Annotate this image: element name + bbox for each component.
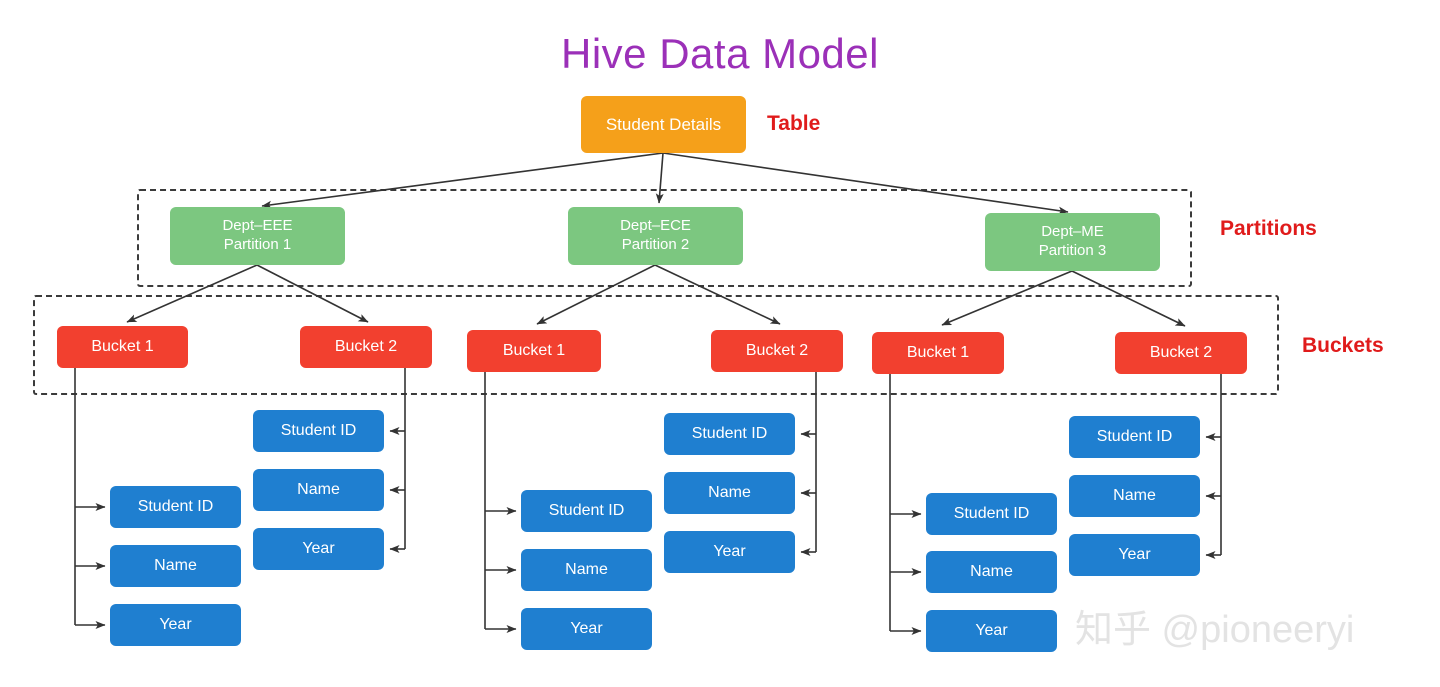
field-label: Name [297, 481, 340, 498]
partition-node-1-label: Dept–EEE Partition 1 [222, 217, 293, 253]
side-label-table: Table [767, 112, 821, 135]
field-label: Student ID [691, 425, 768, 442]
side-label-partitions: Partitions [1220, 217, 1317, 240]
field-node-p3-b2-year[interactable]: Year [1069, 534, 1200, 576]
field-label: Student ID [280, 422, 357, 439]
field-label: Student ID [953, 505, 1030, 522]
bucket-node-p1-b1[interactable]: Bucket 1 [57, 326, 188, 368]
field-node-p1-b1-name[interactable]: Name [110, 545, 241, 587]
buckets-group-border [33, 295, 1279, 395]
field-label: Name [970, 563, 1013, 580]
partition-node-1[interactable]: Dept–EEE Partition 1 [170, 207, 345, 265]
field-node-p3-b2-student-id[interactable]: Student ID [1069, 416, 1200, 458]
field-node-p1-b1-year[interactable]: Year [110, 604, 241, 646]
bucket-node-p3-b2-label: Bucket 2 [1149, 344, 1213, 361]
field-node-p3-b1-name[interactable]: Name [926, 551, 1057, 593]
bucket-node-p3-b1[interactable]: Bucket 1 [872, 332, 1004, 374]
field-label: Student ID [137, 498, 214, 515]
field-node-p1-b2-year[interactable]: Year [253, 528, 384, 570]
partition-node-3-label: Dept–ME Partition 3 [1038, 223, 1107, 259]
field-node-p1-b2-name[interactable]: Name [253, 469, 384, 511]
field-node-p3-b2-name[interactable]: Name [1069, 475, 1200, 517]
field-label: Year [975, 622, 1008, 639]
bucket-node-p3-b1-label: Bucket 1 [906, 344, 970, 361]
bucket-node-p1-b2-label: Bucket 2 [334, 338, 398, 355]
field-label: Year [302, 540, 335, 557]
field-label: Year [1118, 546, 1151, 563]
table-node-student-details[interactable]: Student Details [581, 96, 746, 153]
field-node-p2-b1-year[interactable]: Year [521, 608, 652, 650]
partition-node-3[interactable]: Dept–ME Partition 3 [985, 213, 1160, 271]
table-node-label: Student Details [605, 114, 722, 134]
field-node-p2-b2-name[interactable]: Name [664, 472, 795, 514]
field-node-p3-b1-student-id[interactable]: Student ID [926, 493, 1057, 535]
field-label: Name [565, 561, 608, 578]
page-title: Hive Data Model [561, 30, 879, 77]
field-node-p2-b1-student-id[interactable]: Student ID [521, 490, 652, 532]
bucket-node-p2-b1-label: Bucket 1 [502, 342, 566, 359]
bucket-node-p3-b2[interactable]: Bucket 2 [1115, 332, 1247, 374]
partitions-group-border [137, 189, 1192, 287]
field-node-p2-b2-student-id[interactable]: Student ID [664, 413, 795, 455]
field-node-p1-b1-student-id[interactable]: Student ID [110, 486, 241, 528]
field-label: Name [708, 484, 751, 501]
field-node-p2-b2-year[interactable]: Year [664, 531, 795, 573]
field-label: Year [713, 543, 746, 560]
field-label: Student ID [548, 502, 625, 519]
field-label: Year [159, 616, 192, 633]
field-label: Year [570, 620, 603, 637]
bucket-node-p1-b2[interactable]: Bucket 2 [300, 326, 432, 368]
field-label: Name [154, 557, 197, 574]
partition-node-2[interactable]: Dept–ECE Partition 2 [568, 207, 743, 265]
partition-node-2-label: Dept–ECE Partition 2 [620, 217, 691, 253]
field-label: Student ID [1096, 428, 1173, 445]
watermark: 知乎 @pioneeryi [1075, 609, 1355, 651]
side-label-buckets: Buckets [1302, 334, 1384, 357]
bucket-node-p1-b1-label: Bucket 1 [91, 338, 154, 355]
field-node-p1-b2-student-id[interactable]: Student ID [253, 410, 384, 452]
bucket-node-p2-b2-label: Bucket 2 [745, 342, 809, 359]
field-node-p3-b1-year[interactable]: Year [926, 610, 1057, 652]
bucket-node-p2-b1[interactable]: Bucket 1 [467, 330, 601, 372]
bucket-node-p2-b2[interactable]: Bucket 2 [711, 330, 843, 372]
field-node-p2-b1-name[interactable]: Name [521, 549, 652, 591]
field-label: Name [1113, 487, 1156, 504]
